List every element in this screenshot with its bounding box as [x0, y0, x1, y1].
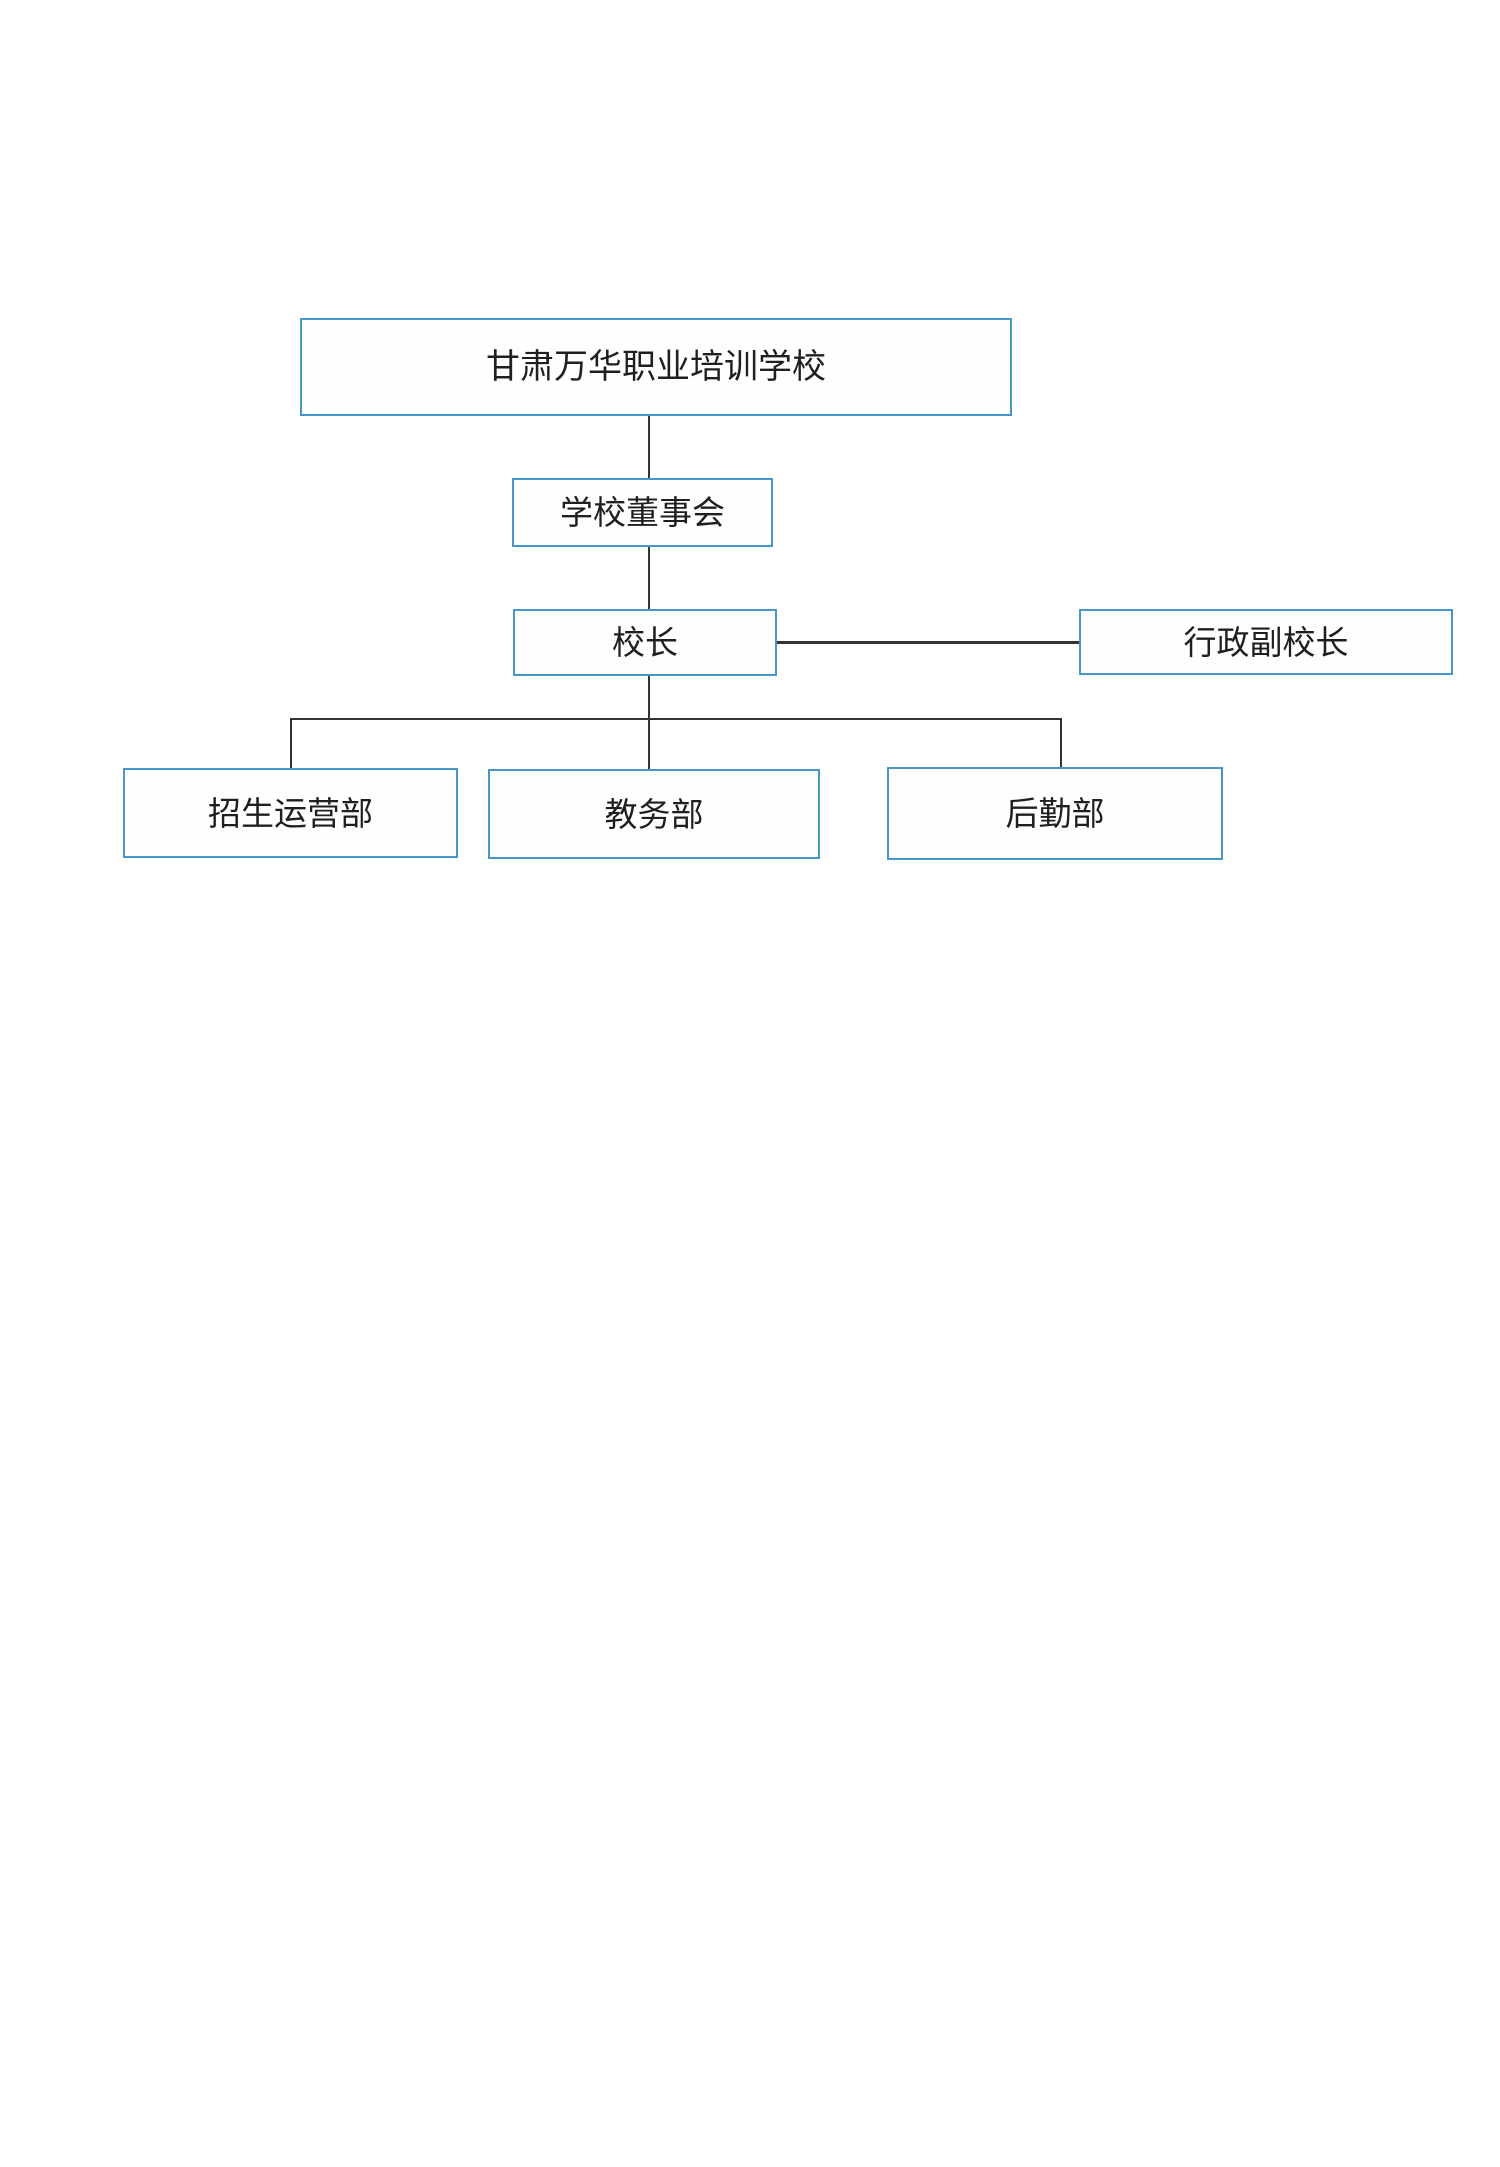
node-vice-principal: 行政副校长 [1079, 609, 1453, 675]
connector-drop-admissions [290, 718, 292, 768]
node-vice-principal-label: 行政副校长 [1183, 623, 1349, 661]
node-academic-dept-label: 教务部 [604, 795, 704, 833]
connector-principal-vice [777, 641, 1079, 644]
node-admissions-dept: 招生运营部 [123, 768, 458, 858]
node-school-label: 甘肃万华职业培训学校 [486, 348, 826, 386]
connector-bus [290, 718, 1062, 720]
node-school: 甘肃万华职业培训学校 [300, 318, 1012, 416]
node-admissions-dept-label: 招生运营部 [208, 794, 373, 832]
node-academic-dept: 教务部 [488, 769, 820, 859]
connector-board-principal [648, 547, 650, 609]
connector-drop-logistics [1060, 718, 1062, 767]
node-logistics-dept-label: 后勤部 [1005, 795, 1105, 832]
node-board-label: 学校董事会 [560, 494, 725, 531]
node-board: 学校董事会 [512, 478, 773, 547]
node-logistics-dept: 后勤部 [887, 767, 1223, 860]
node-principal: 校长 [513, 609, 777, 676]
connector-school-board [648, 416, 650, 478]
node-principal-label: 校长 [612, 624, 678, 661]
connector-principal-academic [648, 676, 650, 770]
